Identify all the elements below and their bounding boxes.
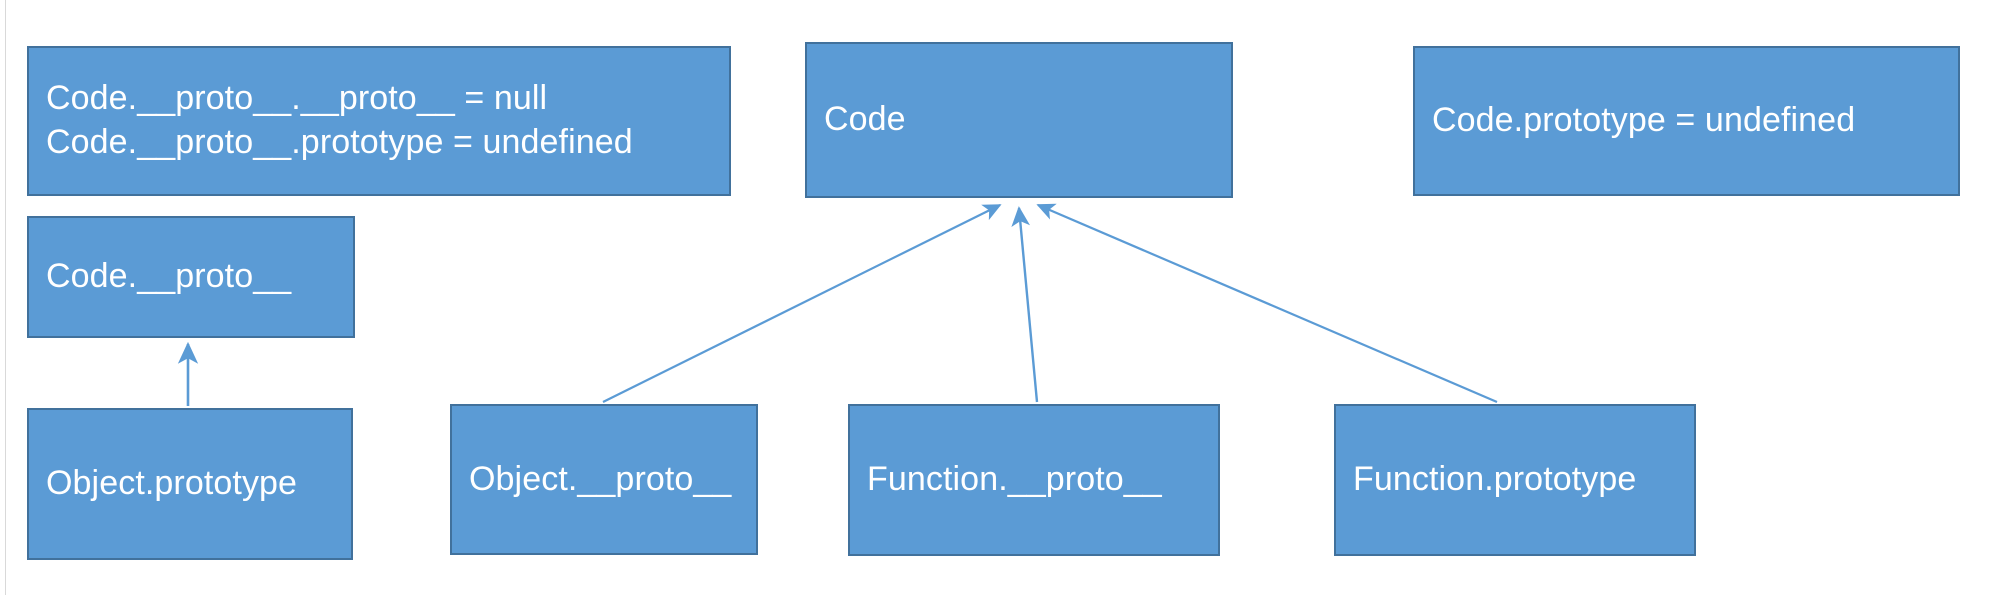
- arrow-function-prototype-to-code: [1036, 203, 1498, 404]
- node-object-proto[interactable]: Object.__proto__: [450, 404, 758, 555]
- node-object-proto-label: Object.__proto__: [469, 459, 732, 498]
- node-code-proto-facts-line1: Code.__proto__.__proto__ = null: [46, 79, 548, 118]
- node-function-proto-label: Function.__proto__: [867, 460, 1162, 499]
- node-function-prototype[interactable]: Function.prototype: [1334, 404, 1696, 556]
- arrow-object-proto-to-code: [602, 204, 1002, 403]
- node-code-prototype-fact[interactable]: Code.prototype = undefined: [1413, 46, 1960, 196]
- page-edge-rule: [5, 0, 6, 595]
- node-code-proto-facts-line2: Code.__proto__.prototype = undefined: [46, 123, 633, 161]
- node-code-proto-label: Code.__proto__: [46, 257, 292, 296]
- node-object-prototype-label: Object.prototype: [46, 464, 298, 503]
- node-code[interactable]: Code: [805, 42, 1233, 198]
- node-code-proto-facts[interactable]: Code.__proto__.__proto__ = null Code.__p…: [27, 46, 731, 196]
- node-code-prototype-fact-label: Code.prototype = undefined: [1432, 101, 1856, 140]
- node-object-prototype[interactable]: Object.prototype: [27, 408, 353, 560]
- node-code-label: Code: [824, 100, 906, 139]
- node-function-prototype-label: Function.prototype: [1353, 460, 1637, 499]
- arrow-function-proto-to-code: [1011, 206, 1039, 403]
- node-function-proto[interactable]: Function.__proto__: [848, 404, 1220, 556]
- node-code-proto[interactable]: Code.__proto__: [27, 216, 355, 338]
